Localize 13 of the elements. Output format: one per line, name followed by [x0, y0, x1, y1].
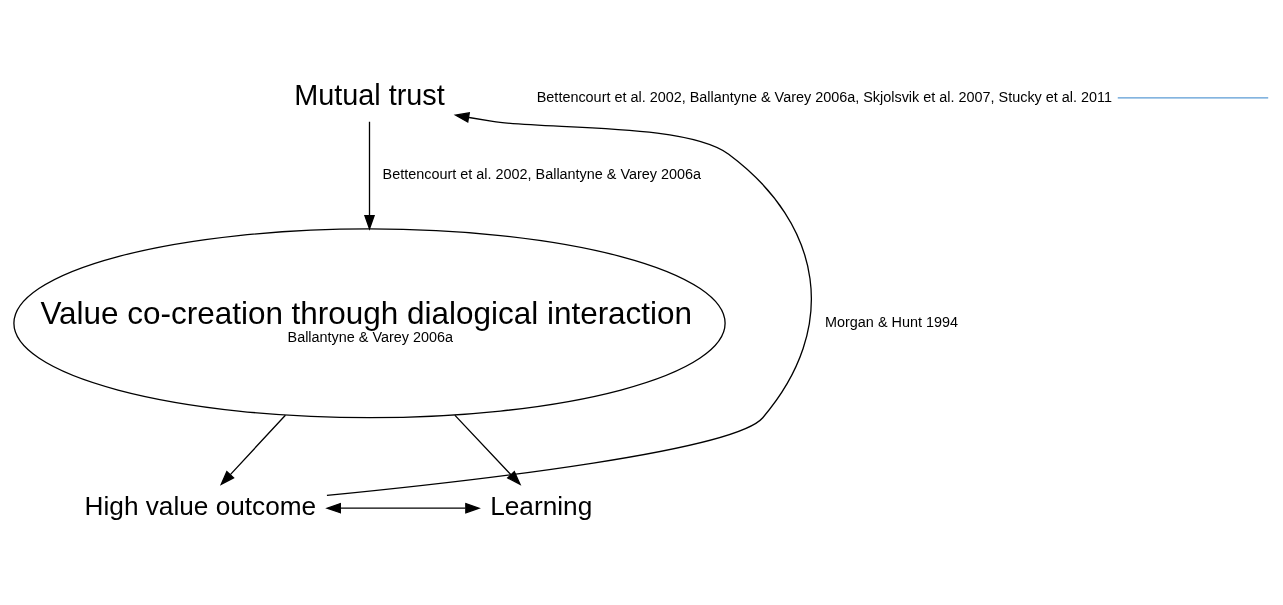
arrow: [325, 502, 481, 514]
edge-label: Bettencourt et al. 2002, Ballantyne & Varey 2006a: [382, 165, 702, 182]
arrow: [219, 414, 287, 486]
node-text: Bettencourt et al. 2002, Ballantyne & Varey 2006a, Skjolsvik et al. 2007, Stucky et al. 2011: [536, 88, 1113, 105]
node-text: Learning: [490, 490, 593, 521]
arrow: [364, 120, 375, 231]
arrow: [454, 414, 522, 486]
node-text: Mutual trust: [294, 78, 445, 111]
connector: [1117, 96, 1269, 98]
node-text: High value outcome: [84, 490, 317, 521]
arrow: [326, 111, 812, 496]
node-ellipse: Value co-creation through dialogical interaction Ballantyne & Varey 2006a: [13, 227, 726, 418]
edge-label: Morgan & Hunt 1994: [825, 313, 958, 330]
